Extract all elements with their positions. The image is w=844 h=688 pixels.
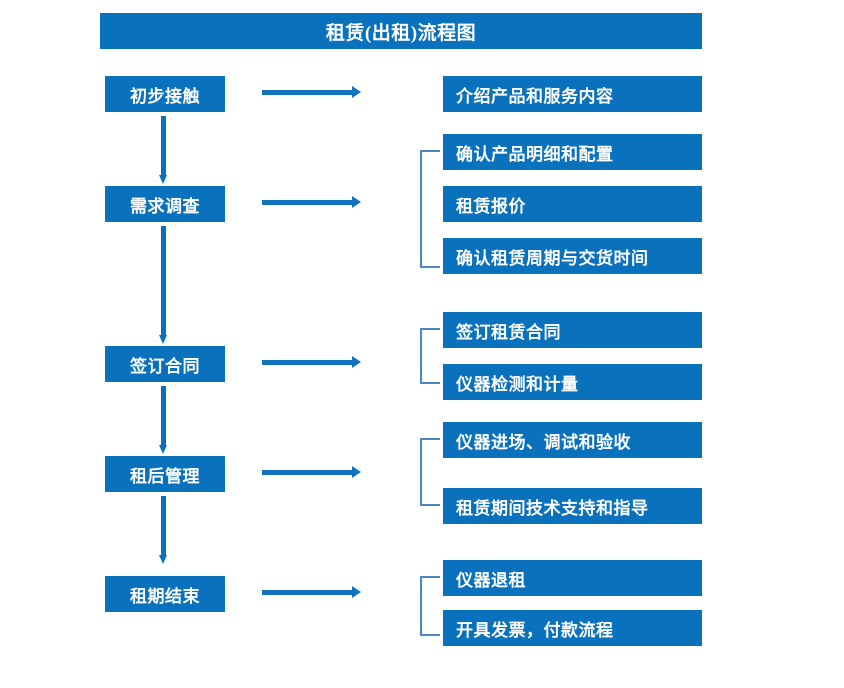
arrow-down-icon-2 xyxy=(159,226,168,344)
bracket-connector-2 xyxy=(420,150,440,268)
output-box-invoice-payment[interactable]: 开具发票，付款流程 xyxy=(443,610,702,646)
bracket-connector-4 xyxy=(420,438,440,506)
stage-box-rental-end[interactable]: 租期结束 xyxy=(105,576,225,612)
arrow-head xyxy=(352,356,361,368)
output-box-confirm-spec[interactable]: 确认产品明细和配置 xyxy=(443,134,702,170)
arrow-down-icon-3 xyxy=(159,386,168,454)
arrow-shaft xyxy=(262,90,353,95)
arrow-right-icon-1 xyxy=(262,86,361,98)
arrow-head xyxy=(352,586,361,598)
output-box-technical-support[interactable]: 租赁期间技术支持和指导 xyxy=(443,488,702,524)
stage-box-initial-contact[interactable]: 初步接触 xyxy=(105,76,225,112)
arrow-head xyxy=(159,335,167,344)
output-box-instrument-return[interactable]: 仪器退租 xyxy=(443,560,702,596)
bracket-connector-5 xyxy=(420,576,440,636)
output-box-instrument-inspection[interactable]: 仪器检测和计量 xyxy=(443,364,702,400)
arrow-right-icon-2 xyxy=(262,196,361,208)
chart-title: 租赁(出租)流程图 xyxy=(100,13,702,49)
stage-box-sign-contract[interactable]: 签订合同 xyxy=(105,346,225,382)
arrow-right-icon-5 xyxy=(262,586,361,598)
arrow-head xyxy=(352,196,361,208)
output-box-confirm-period[interactable]: 确认租赁周期与交货时间 xyxy=(443,238,702,274)
arrow-shaft xyxy=(262,360,353,365)
arrow-right-icon-3 xyxy=(262,356,361,368)
arrow-down-icon-1 xyxy=(159,116,168,184)
arrow-shaft xyxy=(161,226,166,335)
output-box-rental-quote[interactable]: 租赁报价 xyxy=(443,186,702,222)
arrow-head xyxy=(352,466,361,478)
arrow-head xyxy=(352,86,361,98)
arrow-head xyxy=(159,175,167,184)
arrow-shaft xyxy=(161,116,166,175)
arrow-shaft xyxy=(161,386,166,445)
arrow-shaft xyxy=(161,496,166,555)
bracket-connector-3 xyxy=(420,328,440,384)
output-box-sign-rental-contract[interactable]: 签订租赁合同 xyxy=(443,312,702,348)
output-box-instrument-entry[interactable]: 仪器进场、调试和验收 xyxy=(443,422,702,458)
stage-box-needs-survey[interactable]: 需求调查 xyxy=(105,186,225,222)
arrow-shaft xyxy=(262,470,353,475)
arrow-shaft xyxy=(262,200,353,205)
stage-box-post-rental-management[interactable]: 租后管理 xyxy=(105,456,225,492)
arrow-down-icon-4 xyxy=(159,496,168,564)
arrow-right-icon-4 xyxy=(262,466,361,478)
arrow-shaft xyxy=(262,590,353,595)
arrow-head xyxy=(159,445,167,454)
output-box-intro-products[interactable]: 介绍产品和服务内容 xyxy=(443,76,702,112)
arrow-head xyxy=(159,555,167,564)
